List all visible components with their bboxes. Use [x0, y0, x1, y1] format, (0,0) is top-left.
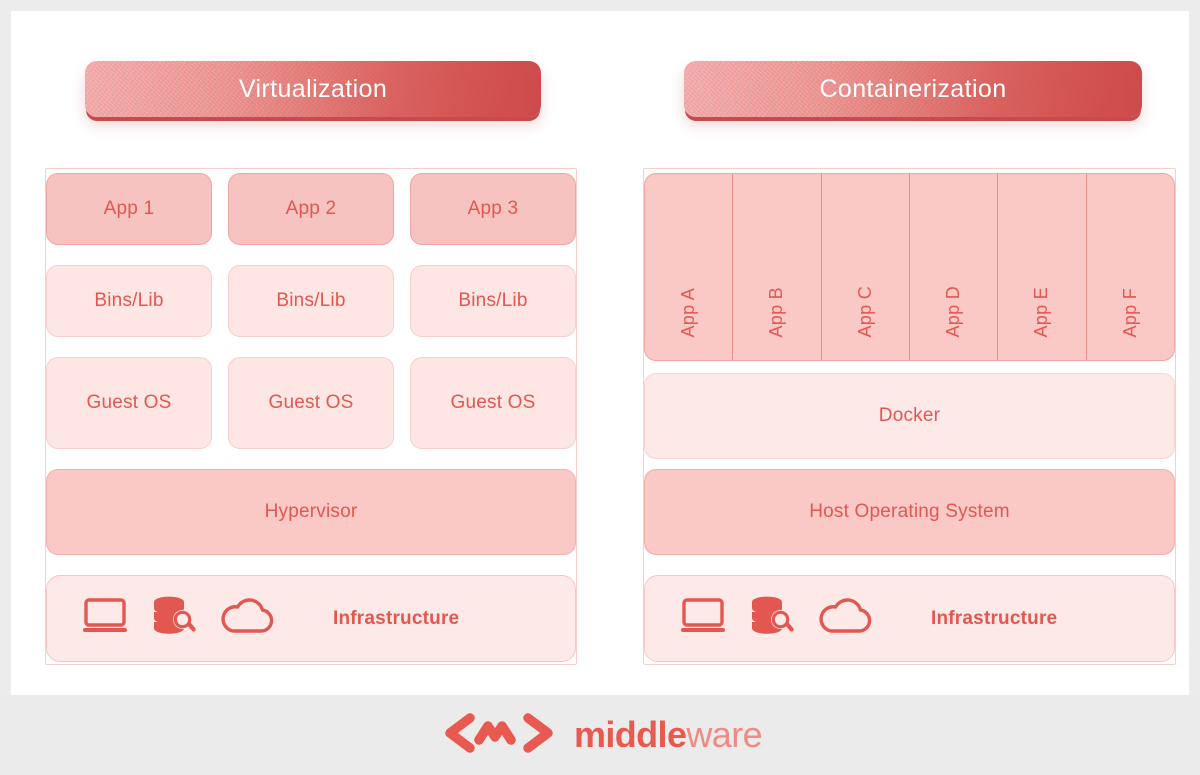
container-app-cell: App C [822, 174, 910, 360]
docker-row: Docker [644, 373, 1175, 459]
containerization-title-text: Containerization [819, 74, 1007, 103]
bins-lib-box: Bins/Lib [228, 265, 394, 337]
containerization-infrastructure-row: Infrastructure [644, 575, 1175, 662]
brand-name: middleware [573, 714, 763, 756]
container-app-label: App E [1031, 287, 1052, 338]
brand-name-bold: middle [573, 714, 687, 755]
hypervisor-box: Hypervisor [46, 469, 576, 555]
infrastructure-label: Infrastructure [333, 607, 460, 629]
infrastructure-icon-group [81, 595, 277, 642]
docker-box: Docker [644, 373, 1175, 459]
diagram-card: Virtualization Containerization App 1 Ap… [11, 11, 1189, 695]
container-app-cell: App F [1087, 174, 1174, 360]
container-app-cell: App A [645, 174, 734, 360]
middleware-logo-icon [438, 708, 560, 763]
container-app-cell: App D [910, 174, 999, 360]
container-app-cell: App E [998, 174, 1087, 360]
infrastructure-box: Infrastructure [46, 575, 576, 662]
cloud-icon [219, 596, 277, 641]
infrastructure-box: Infrastructure [644, 575, 1175, 662]
cloud-icon [817, 596, 875, 641]
virtualization-app-row: App 1 App 2 App 3 [46, 173, 576, 245]
brand-name-light: ware [686, 714, 763, 755]
container-app-label: App A [678, 288, 699, 338]
container-app-label: App C [854, 286, 875, 338]
host-os-row: Host Operating System [644, 469, 1175, 555]
virtualization-bins-row: Bins/Lib Bins/Lib Bins/Lib [46, 265, 576, 337]
virtualization-title-text: Virtualization [238, 74, 388, 103]
infrastructure-icon-group [679, 595, 875, 642]
app-box: App 1 [46, 173, 212, 245]
host-operating-system-box: Host Operating System [644, 469, 1175, 555]
hypervisor-row: Hypervisor [46, 469, 576, 555]
virtualization-guest-os-row: Guest OS Guest OS Guest OS [46, 357, 576, 449]
guest-os-box: Guest OS [410, 357, 576, 449]
database-search-icon [151, 595, 197, 642]
bins-lib-box: Bins/Lib [46, 265, 212, 337]
database-search-icon [749, 595, 795, 642]
infrastructure-label: Infrastructure [931, 607, 1058, 629]
app-box: App 2 [228, 173, 394, 245]
container-app-label: App D [943, 286, 964, 338]
app-box: App 3 [410, 173, 576, 245]
guest-os-box: Guest OS [228, 357, 394, 449]
virtualization-title-banner: Virtualization [85, 61, 541, 117]
container-app-row: App A App B App C App D App E App F [644, 173, 1175, 361]
bins-lib-box: Bins/Lib [410, 265, 576, 337]
containerization-title-banner: Containerization [684, 61, 1142, 117]
virtualization-stack: App 1 App 2 App 3 Bins/Lib Bins/Lib Bins… [45, 168, 577, 665]
virtualization-infrastructure-row: Infrastructure [46, 575, 576, 662]
container-app-label: App F [1119, 288, 1140, 338]
guest-os-box: Guest OS [46, 357, 212, 449]
laptop-icon [81, 596, 129, 641]
container-app-cell: App B [733, 174, 822, 360]
container-app-label: App B [766, 287, 787, 338]
laptop-icon [679, 596, 727, 641]
footer-brand-bar: middleware [0, 695, 1200, 775]
containerization-stack: App A App B App C App D App E App F [643, 168, 1176, 665]
